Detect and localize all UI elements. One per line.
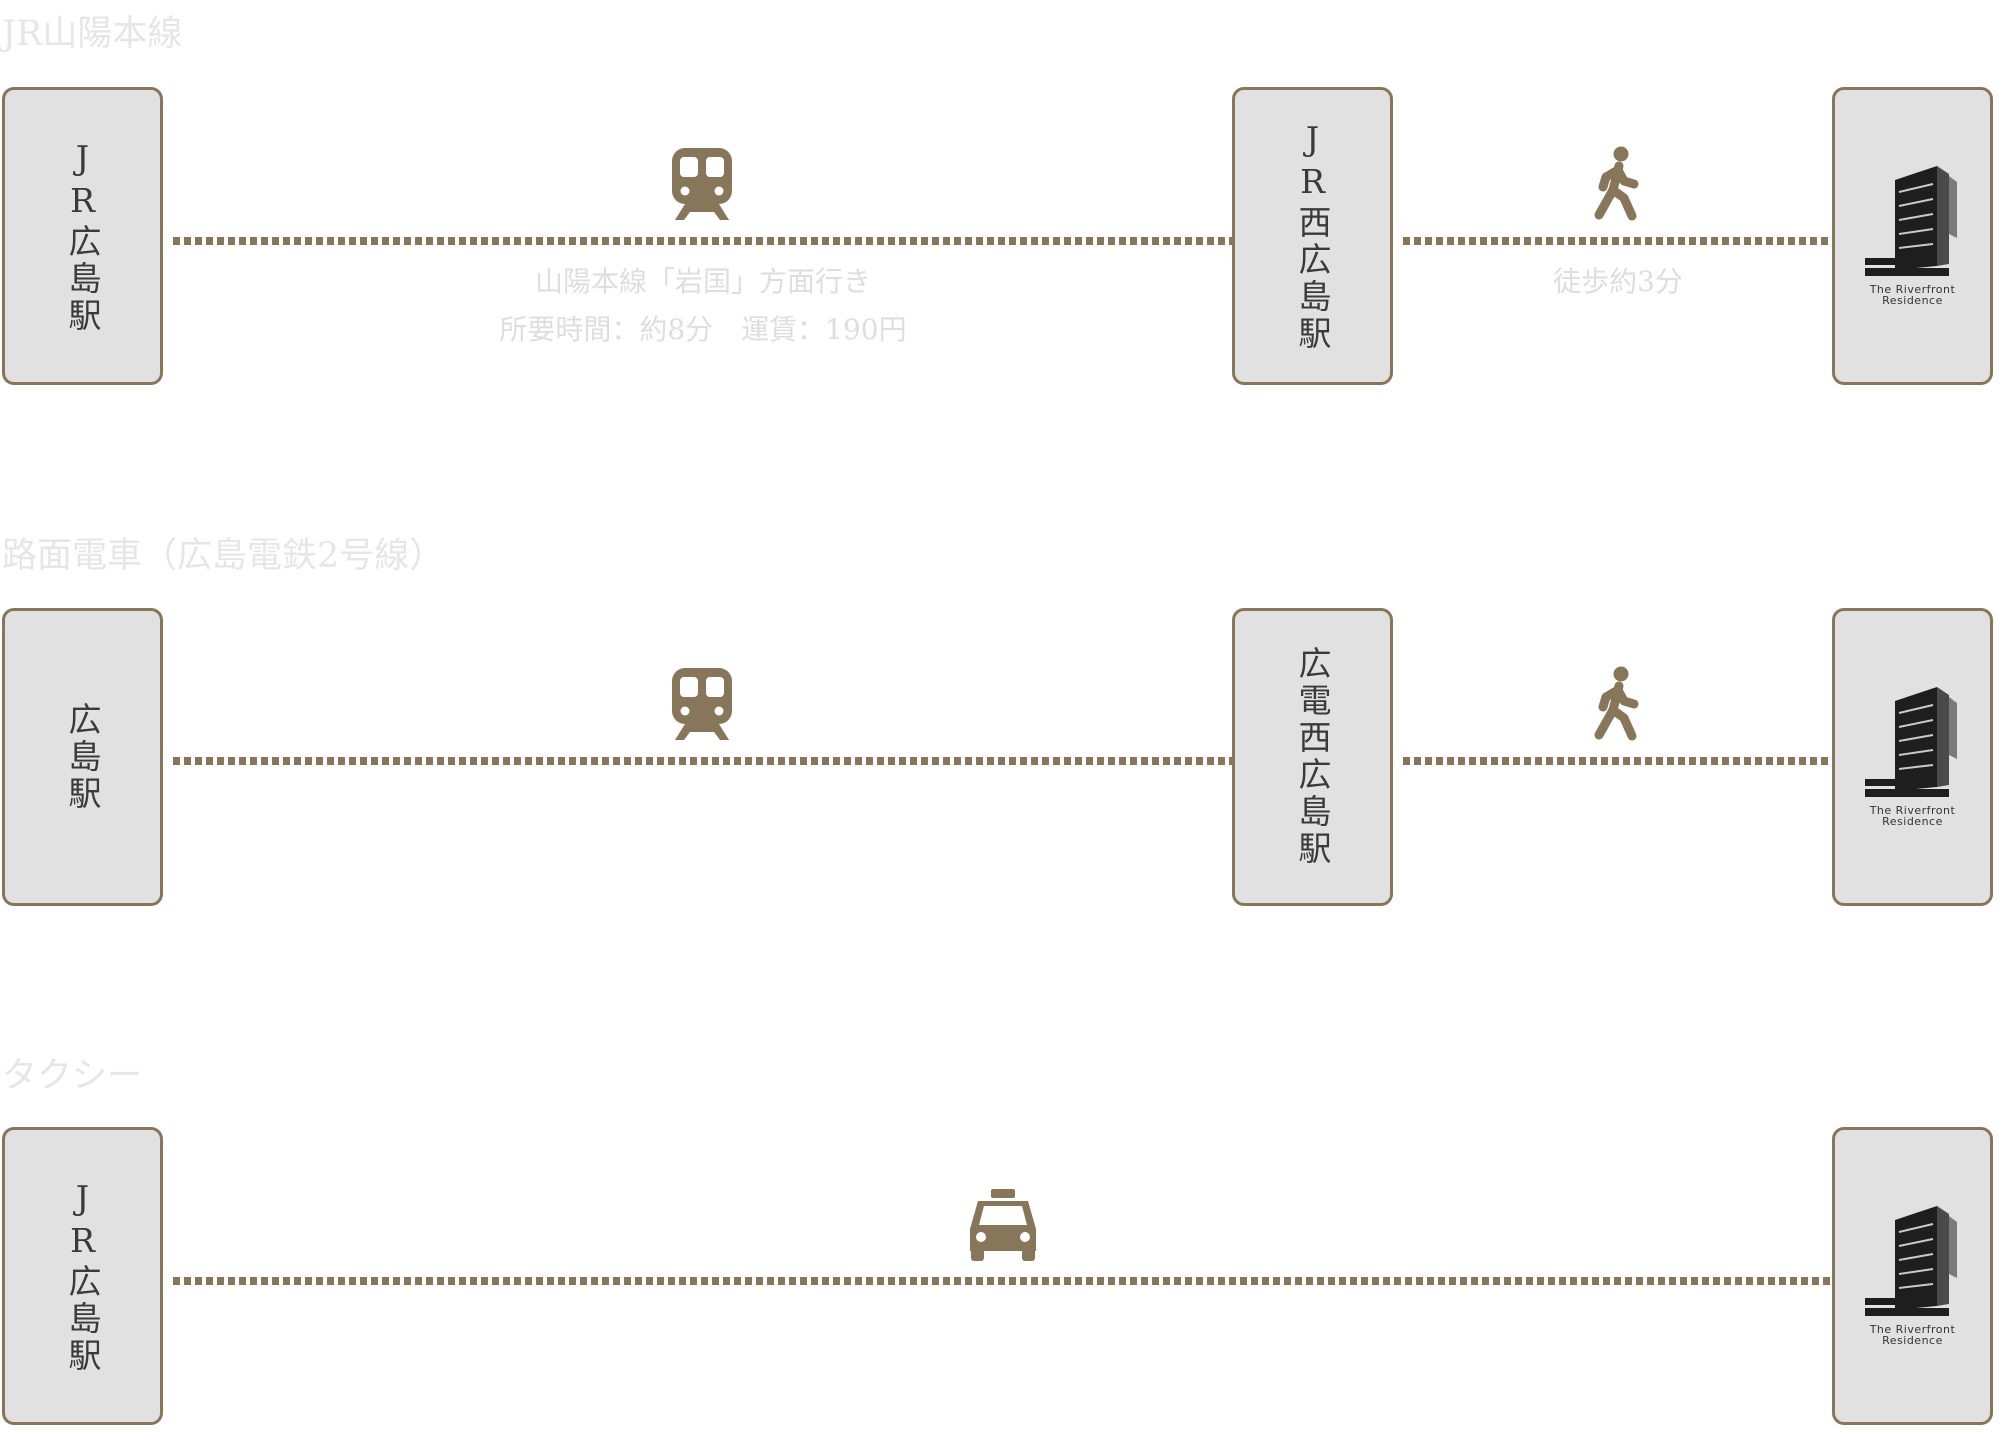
dotted-route-line [173,237,1233,245]
dotted-route-line [1403,757,1833,765]
station-name: JR広島駅 [63,1177,102,1375]
station-name: JR西広島駅 [1293,119,1332,353]
dotted-route-line [173,757,1233,765]
origin-station-box: JR広島駅 [2,87,163,385]
destination-logo-text: The Riverfront Residence [1869,1323,1956,1347]
station-name: 広電西広島駅 [1293,646,1332,868]
station-name: JR広島駅 [63,137,102,335]
origin-station-box: JR広島駅 [2,1127,163,1425]
station-name: 広島駅 [63,701,102,813]
taxi-icon [970,1189,1036,1261]
dotted-route-line [1403,237,1833,245]
building-logo-icon [1864,166,1957,276]
ride-direction-text: 山陽本線「岩国」方面行き [534,265,872,298]
transfer-station-box: JR西広島駅 [1232,87,1393,385]
walking-person-icon [1594,666,1639,741]
destination-box: The Riverfront Residence [1832,608,1993,906]
building-logo-icon [1864,687,1957,797]
walking-person-icon [1594,146,1639,221]
origin-station-box: 広島駅 [2,608,163,906]
destination-logo-text: The Riverfront Residence [1869,804,1956,828]
ride-info: 山陽本線「岩国」方面行き 所要時間：約8分 運賃：190円 [499,258,906,354]
transfer-station-box: 広電西広島駅 [1232,608,1393,906]
dotted-route-line [173,1277,1833,1285]
destination-logo-text: The Riverfront Residence [1869,283,1956,307]
destination-box: The Riverfront Residence [1832,87,1993,385]
destination-box: The Riverfront Residence [1832,1127,1993,1425]
train-icon [672,148,732,220]
walk-time-text: 徒歩約3分 [1553,265,1683,298]
route-title: タクシー [2,1056,143,1096]
building-logo-icon [1864,1206,1957,1316]
tram-icon [672,668,732,740]
ride-time-fare-text: 所要時間：約8分 運賃：190円 [499,313,907,346]
route-title: JR山陽本線 [2,14,183,54]
walk-info: 徒歩約3分 [1553,258,1683,306]
route-title: 路面電車（広島電鉄2号線） [2,536,445,576]
